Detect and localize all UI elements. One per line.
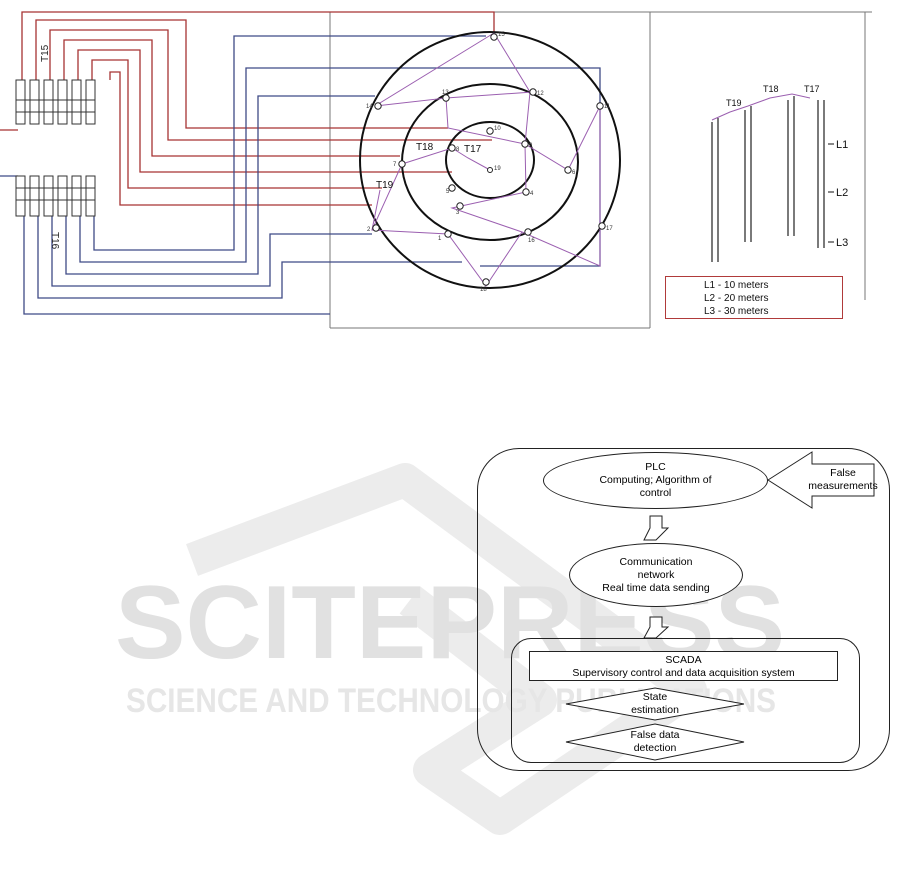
- panel-frames: [329, 11, 872, 329]
- state-estimation-diamond: [565, 687, 745, 721]
- side-tag-t18: T18: [763, 84, 779, 94]
- fdd-line1: False data: [630, 729, 680, 741]
- scada-label-box: SCADA Supervisory control and data acqui…: [529, 651, 838, 681]
- scada-subtitle: Supervisory control and data acquisition…: [572, 667, 795, 679]
- node-label: 5: [446, 189, 450, 195]
- watermark-logo-shape: [186, 463, 707, 835]
- state-line2: estimation: [631, 704, 679, 716]
- node-label: 4: [530, 191, 534, 197]
- false-measurements-label: False measurements: [808, 467, 877, 493]
- fdd-line2: detection: [633, 742, 677, 754]
- depth-ticks: [828, 143, 834, 243]
- legend-row-l2: L2 - 20 meters: [704, 293, 769, 304]
- node-label: 17: [606, 226, 613, 232]
- depth-legend: L1 - 10 meters L2 - 20 meters L3 - 30 me…: [665, 276, 843, 319]
- node-label: 11: [604, 104, 611, 110]
- plc-line2: Computing; Algorithm of: [599, 474, 712, 486]
- scada-title: SCADA: [665, 654, 702, 666]
- sensor-links: [371, 32, 601, 287]
- scada-frame: [511, 638, 860, 763]
- node-label: 18: [480, 287, 487, 293]
- sensor-nodes: [372, 33, 606, 286]
- false-data-detection-label: False data detection: [605, 729, 705, 755]
- side-tag-t19: T19: [726, 98, 742, 108]
- depth-label-l2: L2: [836, 187, 848, 199]
- node-label: 19: [494, 166, 501, 172]
- comm-line1: Communication: [619, 555, 693, 568]
- legend-row-l3: L3 - 30 meters: [704, 306, 769, 317]
- blue-wiring: [0, 35, 601, 315]
- node-label: 13: [442, 90, 449, 96]
- node-label: 15: [498, 32, 505, 38]
- side-tag-t17: T17: [804, 84, 820, 94]
- node-label: 7: [393, 162, 397, 168]
- comm-line2: network: [637, 568, 675, 581]
- false-meas-line1: False: [830, 467, 856, 479]
- plc-ellipse: PLC Computing; Algorithm of control: [543, 452, 768, 509]
- ring-tag-t18: T18: [416, 142, 434, 153]
- node-label: 14: [366, 104, 373, 110]
- comm-line3: Real time data sending: [602, 581, 710, 594]
- communication-ellipse: Communication network Real time data sen…: [569, 543, 743, 607]
- plc-line3: control: [639, 487, 672, 499]
- tag-t16: T16: [49, 232, 60, 250]
- tag-t15: T15: [40, 44, 51, 62]
- flow-arrows: [643, 451, 875, 639]
- terminal-block-lower: [15, 175, 96, 217]
- ring-tag-t19: T19: [376, 180, 394, 191]
- plc-title: PLC: [645, 461, 666, 473]
- node-label: 8: [456, 147, 460, 153]
- depth-label-l3: L3: [836, 237, 848, 249]
- false-meas-line2: measurements: [808, 480, 878, 492]
- side-view-link: [711, 93, 811, 121]
- legend-row-l1: L1 - 10 meters: [704, 280, 769, 291]
- state-estimation-label: State estimation: [605, 691, 705, 717]
- side-view-columns: [711, 96, 825, 262]
- red-wiring: [0, 11, 495, 206]
- node-label: 6: [572, 170, 576, 176]
- terminal-block-upper: [15, 79, 96, 125]
- ring-tag-t17: T17: [464, 144, 482, 155]
- system-outer-frame: [477, 448, 890, 771]
- node-number-labels: 15 14 13 12 11 10 9 8 7 6 5 4 3 2 1 16 1…: [366, 32, 613, 293]
- depth-label-l1: L1: [836, 139, 848, 151]
- node-label: 1: [438, 236, 442, 242]
- node-label: 12: [537, 91, 544, 97]
- node-label: 9: [529, 143, 533, 149]
- false-data-detection-diamond: [565, 723, 745, 761]
- node-label: 16: [528, 238, 535, 244]
- node-label: 3: [456, 210, 460, 216]
- node-label: 2: [367, 227, 371, 233]
- node-label: 10: [494, 126, 501, 132]
- concentric-rings: [359, 31, 621, 289]
- state-line1: State: [642, 691, 668, 703]
